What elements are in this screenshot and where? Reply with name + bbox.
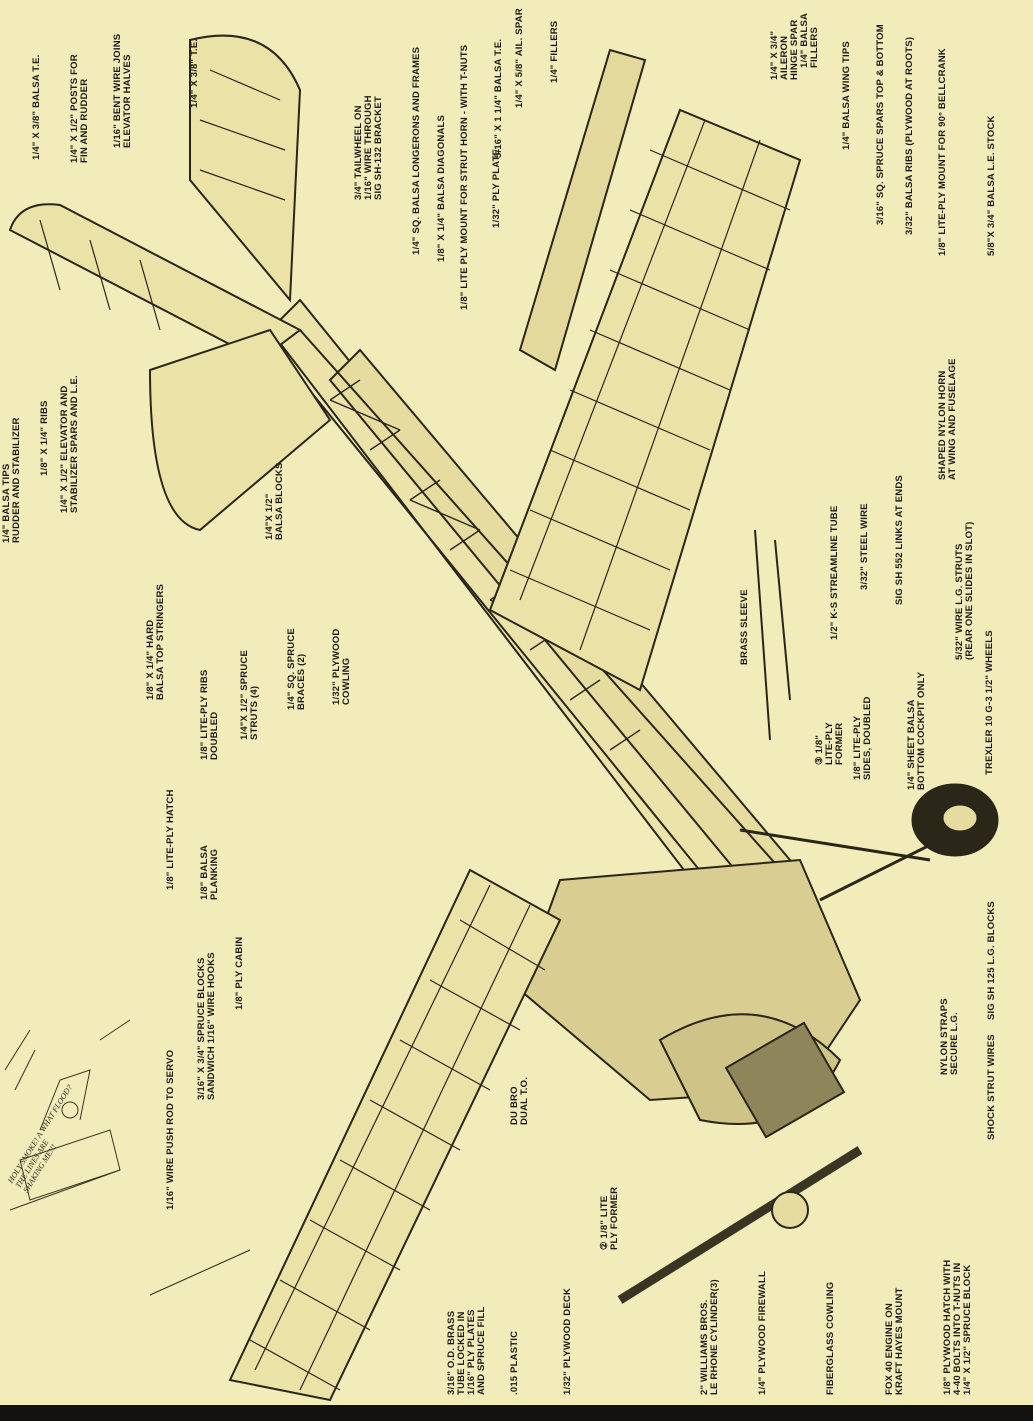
callout-bellcrank-mount: 1/8" LITE-PLY MOUNT FOR 90° BELLCRANK [937, 48, 948, 256]
callout-aileron-te: 5/16" X 1 1/4" BALSA T.E. [493, 38, 504, 158]
callout-firewall: 1/4" PLYWOOD FIREWALL [757, 1271, 768, 1395]
callout-le-stock: 5/8"X 3/4" BALSA L.E. STOCK [986, 115, 997, 256]
callout-ribs: 1/8" X 1/4" RIBS [39, 400, 50, 476]
callout-rhone-cylinder: 2" WILLIAMS BROS.LE RHONE CYLINDER(3) [699, 1279, 720, 1395]
callout-wing-tips: 1/4" BALSA WING TIPS [841, 41, 852, 150]
callout-brass-sleeve: BRASS SLEEVE [739, 589, 750, 665]
callout-streamline-tube: 1/2" K-S STREAMLINE TUBE [829, 505, 840, 640]
callout-lg-struts: 5/32" WIRE L.G. STRUTS(REAR ONE SLIDES I… [954, 521, 975, 660]
tail-surfaces [8, 34, 332, 532]
callout-fillers: 1/4" FILLERS [549, 20, 560, 83]
callout-push-rod: 1/16" WIRE PUSH ROD TO SERVO [165, 1049, 176, 1210]
callout-plastic: .015 PLASTIC [509, 1330, 520, 1395]
callout-balsa-ribs: 3/32" BALSA RIBS (PLYWOOD AT ROOTS) [904, 36, 915, 235]
callout-lite-ply-hatch: 1/8" LITE-PLY HATCH [165, 789, 176, 890]
strut-parts [149, 529, 791, 1296]
callout-spruce-spars: 3/16" SQ. SPRUCE SPARS TOP & BOTTOM [875, 24, 886, 225]
left-wing [228, 868, 562, 1402]
callout-ply-plate: 1/32" PLY PLATE [491, 148, 502, 228]
callout-stab-te: 1/4" X 3/8" T.E. [189, 38, 200, 108]
callout-balsa-blocks: 1/4"X 1/2"BALSA BLOCKS [264, 462, 285, 540]
callout-ply-cabin: 1/8" PLY CABIN [234, 936, 245, 1010]
callout-wheels: TREXLER 10 G-3 1/2" WHEELS [984, 630, 995, 775]
callout-aileron-spar: 1/4" X 5/8" AIL. SPAR [514, 8, 525, 108]
callout-lg-blocks: SIG SH 125 L.G. BLOCKS [986, 901, 997, 1020]
callout-steel-wire: 3/32" STEEL WIRE [859, 503, 870, 590]
bottom-border [0, 1405, 1033, 1421]
callout-shock-strut-wires: SHOCK STRUT WIRES [986, 1034, 997, 1140]
callout-plywood-deck: 1/32" PLYWOOD DECK [562, 1287, 573, 1395]
right-wing [488, 48, 802, 692]
callout-sig-links: SIG SH 552 LINKS AT ENDS [894, 475, 905, 605]
callout-cowling: FIBERGLASS COWLING [825, 1281, 836, 1395]
cartoon-sketch [4, 1019, 131, 1211]
landing-gear [739, 783, 999, 902]
nose-section [518, 858, 863, 1304]
callout-strut-mount: 1/8" LITE PLY MOUNT FOR STRUT HORN - WIT… [459, 44, 470, 310]
callout-rudder-te: 1/4" X 3/8" BALSA T.E. [31, 54, 42, 160]
callout-diagonals: 1/8" X 1/4" BALSA DIAGONALS [436, 114, 447, 262]
callout-longerons: 1/4" SQ. BALSA LONGERONS AND FRAMES [411, 46, 422, 255]
